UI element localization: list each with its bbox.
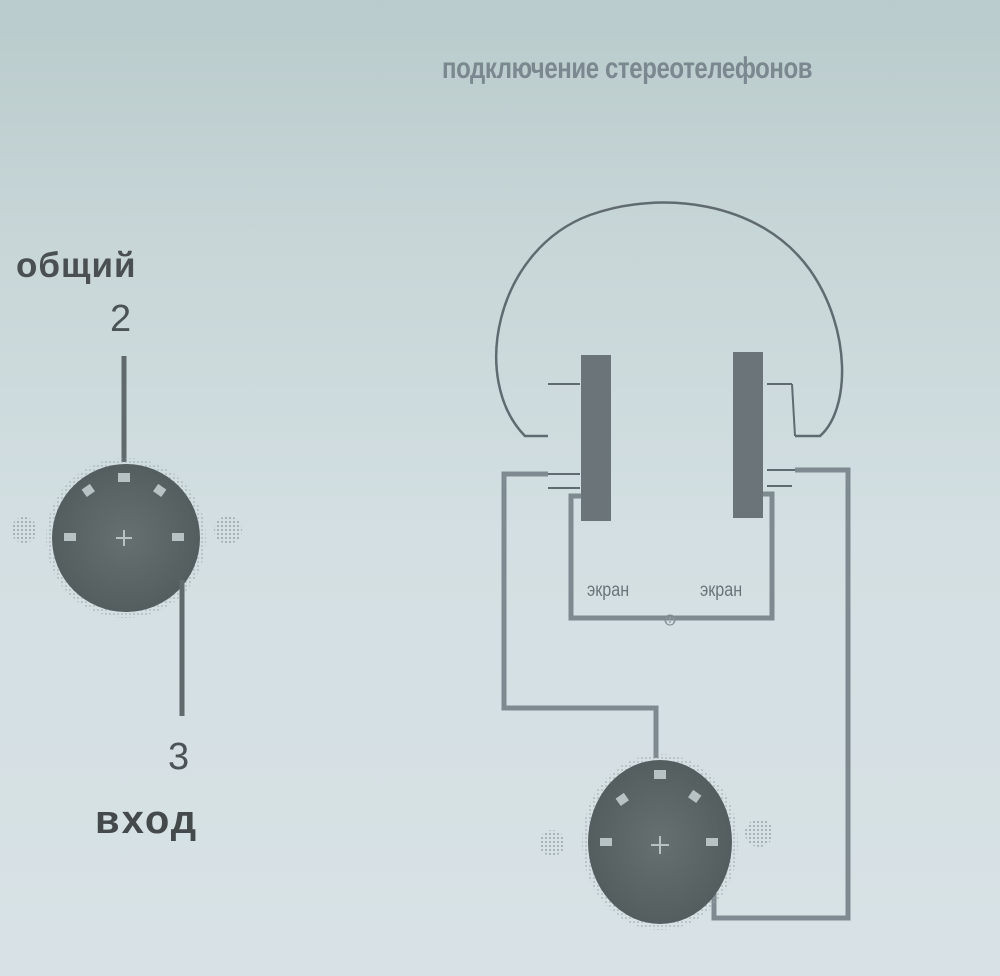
screen-label-left: экран [587, 580, 630, 601]
pin-number-bottom: 3 [168, 736, 190, 778]
label-input: вход [95, 798, 199, 842]
left-earpiece-icon [581, 355, 611, 521]
din-connector-icon [11, 458, 242, 618]
pin-number-top: 2 [110, 298, 132, 340]
diagram-title: подключение стереотелефонов [442, 52, 813, 85]
screen-joint [664, 614, 676, 626]
headband-icon [495, 201, 844, 438]
screen-label-right: экран [700, 580, 743, 601]
din-connector-icon [539, 754, 773, 930]
label-common: общий [16, 246, 137, 285]
right-earpiece-icon [733, 352, 763, 518]
